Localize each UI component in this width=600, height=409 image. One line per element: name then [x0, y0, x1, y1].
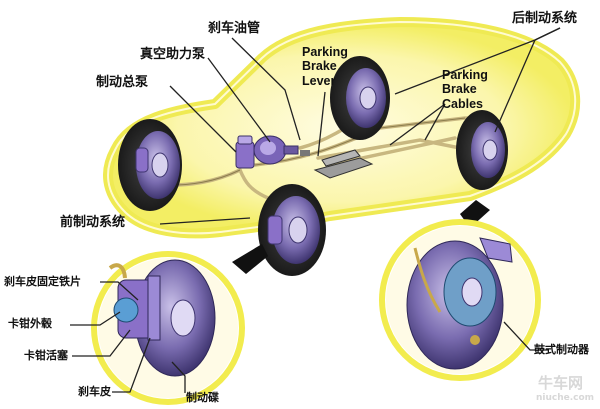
label-parking-brake-cables-line2: Brake — [442, 82, 477, 97]
label-parking-brake-cables-line3: Cables — [442, 96, 483, 111]
label-caliper-housing: 卡钳外毂 — [8, 317, 52, 330]
label-parking-brake-lever-line1: Parking — [302, 45, 348, 59]
parking-brake-lever — [300, 149, 374, 179]
label-caliper-piston: 卡钳活塞 — [24, 349, 68, 362]
label-drum-brake: 鼓式制动器 — [534, 343, 589, 356]
label-pad-retainer-clip: 刹车皮固定铁片 — [4, 275, 81, 288]
watermark-brand: 牛车网 — [538, 374, 584, 392]
label-master-cylinder: 制动总泵 — [96, 75, 149, 90]
label-brake-disc: 制动碟 — [186, 391, 219, 404]
front-right-wheel — [258, 184, 326, 276]
rear-right-wheel — [456, 110, 508, 190]
drum-brake-inset — [379, 200, 541, 381]
master-cylinder-booster — [235, 135, 299, 169]
label-vacuum-booster: 真空助力泵 — [140, 47, 206, 62]
label-brake-pad: 刹车皮 — [78, 385, 111, 398]
label-rear-brake-system: 后制动系统 — [512, 11, 578, 26]
label-brake-pipe: 刹车油管 — [208, 21, 261, 36]
rear-left-wheel — [330, 56, 390, 140]
label-parking-brake-lever-line3: Lever — [302, 73, 336, 88]
leader-lines — [70, 27, 561, 393]
label-front-brake-system: 前制动系统 — [60, 215, 126, 230]
front-left-wheel — [118, 119, 182, 211]
label-parking-brake-cables: Parking Brake Cables — [442, 68, 488, 111]
label-parking-brake-cables-line1: Parking — [442, 68, 488, 82]
disc-brake-inset — [91, 244, 268, 405]
label-parking-brake-lever: Parking Brake Lever — [302, 45, 348, 88]
watermark-url: niuche.com — [536, 393, 595, 403]
label-parking-brake-lever-line2: Brake — [302, 59, 337, 74]
